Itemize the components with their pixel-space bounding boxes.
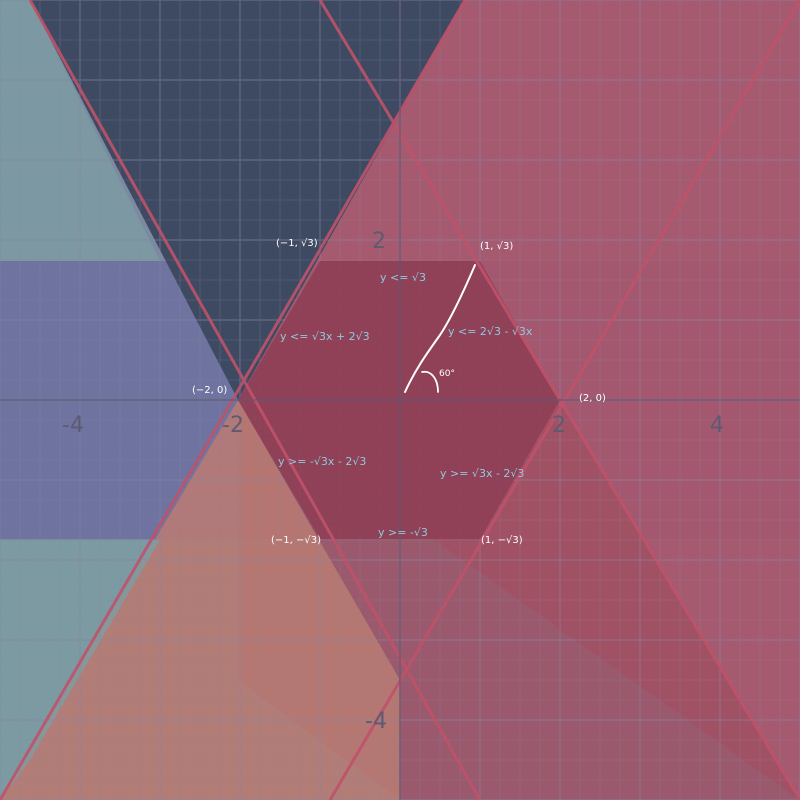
- ineq-bottom: y >= -√3: [378, 526, 428, 539]
- point-1-negsqrt3: (1, −√3): [481, 535, 523, 546]
- region-lower-left: [0, 400, 400, 800]
- ineq-lower-left: y >= -√3x - 2√3: [278, 455, 366, 468]
- wedge-top-left: [30, 0, 465, 400]
- handdrawn-line: [404, 264, 476, 393]
- ineq-lower-right: y >= √3x - 2√3: [440, 467, 524, 480]
- tick-x-2: 2: [552, 413, 566, 438]
- region-lower-left-cyan: [0, 540, 160, 800]
- point-neg2-0: (−2, 0): [192, 385, 227, 396]
- point-2-0: (2, 0): [579, 393, 606, 404]
- tick-x-neg4: -4: [62, 413, 84, 438]
- point-neg1-negsqrt3: (−1, −√3): [271, 535, 321, 546]
- tick-x-4: 4: [710, 413, 724, 438]
- point-neg1-sqrt3: (−1, √3): [276, 238, 318, 249]
- angle-label: 60°: [439, 369, 455, 379]
- tick-y-2: 2: [372, 229, 386, 254]
- ineq-upper-right: y <= 2√3 - √3x: [448, 325, 533, 338]
- point-1-sqrt3: (1, √3): [480, 241, 513, 252]
- tick-y-neg4: -4: [365, 709, 387, 734]
- ineq-upper-left: y <= √3x + 2√3: [280, 330, 370, 343]
- tick-x-neg2: -2: [222, 413, 244, 438]
- region-upper-left-cyan: [0, 0, 160, 261]
- angle-arc: [421, 370, 439, 393]
- ineq-top: y <= √3: [380, 271, 426, 284]
